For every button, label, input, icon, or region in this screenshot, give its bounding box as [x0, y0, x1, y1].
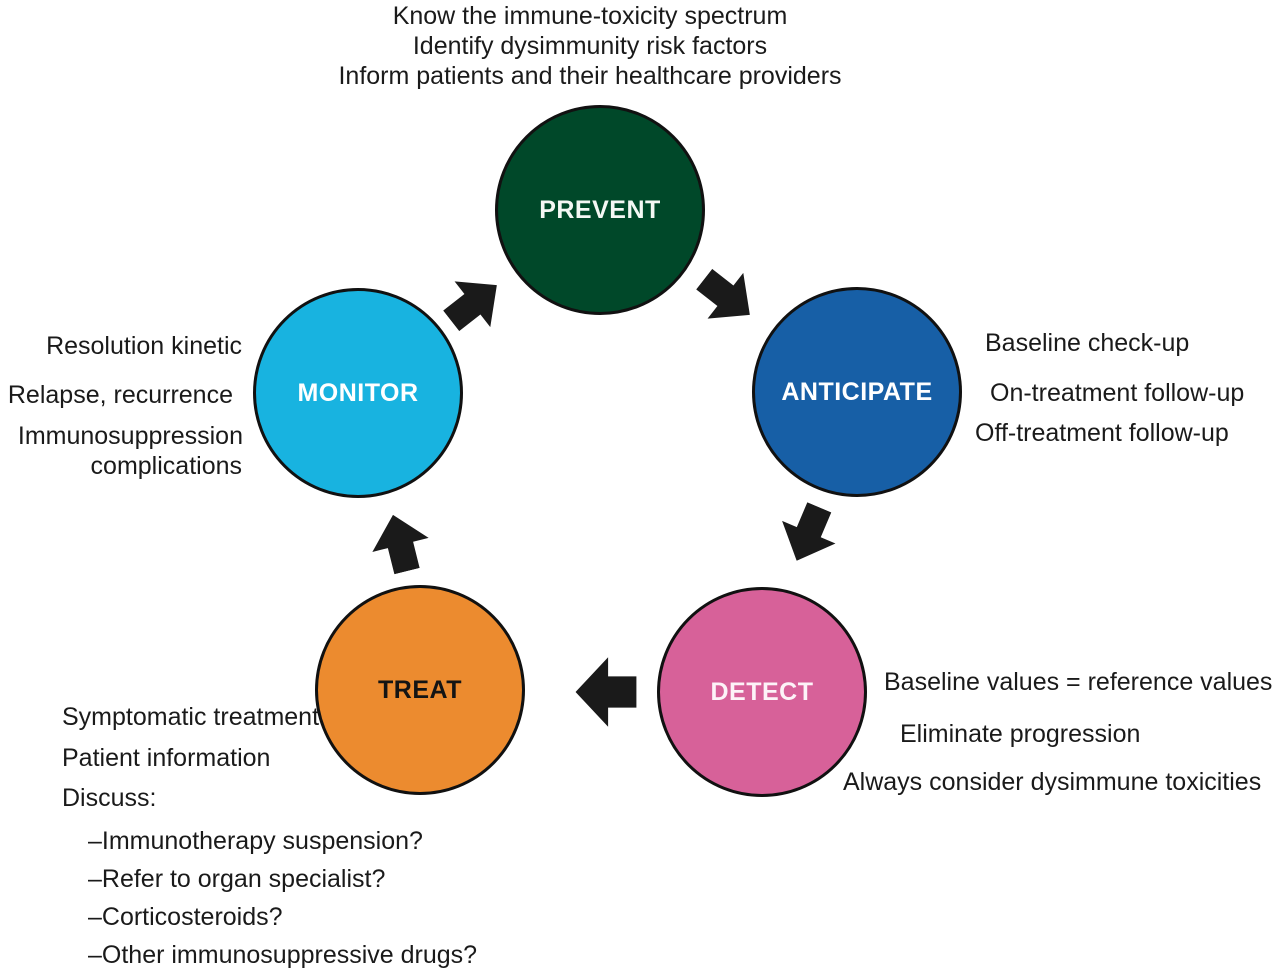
arrow-detect-to-treat-icon — [575, 655, 637, 729]
node-monitor: MONITOR — [253, 288, 463, 498]
treat-discuss-item-1: –Immunotherapy suspension? — [88, 827, 423, 855]
detect-annotation-3: Always consider dysimmune toxicities — [843, 768, 1262, 796]
treat-discuss-item-2: –Refer to organ specialist? — [88, 865, 386, 893]
arrow-anticipate-to-detect-icon — [768, 495, 848, 573]
anticipate-annotation-3: Off-treatment follow-up — [975, 419, 1229, 447]
node-label-detect: DETECT — [710, 677, 814, 706]
treat-annotation-3: Discuss: — [62, 784, 157, 812]
node-prevent: PREVENT — [495, 105, 705, 315]
node-detect: DETECT — [657, 587, 867, 797]
caption-line-2: Identify dysimmunity risk factors — [412, 32, 768, 60]
treat-discuss-item-4: –Other immunosuppressive drugs? — [88, 941, 478, 969]
monitor-annotation-1: Resolution kinetic — [46, 332, 242, 360]
treat-discuss-item-3: –Corticosteroids? — [88, 903, 283, 931]
caption-line-1: Know the immune-toxicity spectrum — [392, 2, 788, 30]
node-label-prevent: PREVENT — [539, 195, 661, 224]
detect-annotation-1: Baseline values = reference values — [884, 668, 1273, 696]
anticipate-annotation-2: On-treatment follow-up — [990, 379, 1245, 407]
arrow-prevent-to-anticipate-icon — [685, 255, 769, 340]
node-treat: TREAT — [315, 585, 525, 795]
node-label-treat: TREAT — [378, 675, 462, 704]
anticipate-annotation-1: Baseline check-up — [985, 329, 1190, 357]
arrow-treat-to-monitor-icon — [363, 507, 437, 578]
treat-annotation-2: Patient information — [62, 744, 271, 772]
monitor-annotation-3: Immunosuppression — [17, 422, 243, 450]
monitor-annotation-2: Relapse, recurrence — [7, 381, 233, 409]
arrow-monitor-to-prevent-icon — [432, 261, 516, 346]
node-label-monitor: MONITOR — [297, 378, 419, 407]
detect-annotation-2: Eliminate progression — [900, 720, 1141, 748]
node-anticipate: ANTICIPATE — [752, 287, 962, 497]
treat-annotation-1: Symptomatic treatment — [62, 703, 320, 731]
node-label-anticipate: ANTICIPATE — [781, 377, 933, 406]
monitor-annotation-3-wrap: complications — [90, 452, 242, 480]
caption-line-3: Inform patients and their healthcare pro… — [338, 62, 842, 90]
figure-top-caption: Know the immune-toxicity spectrum Identi… — [290, 1, 890, 91]
